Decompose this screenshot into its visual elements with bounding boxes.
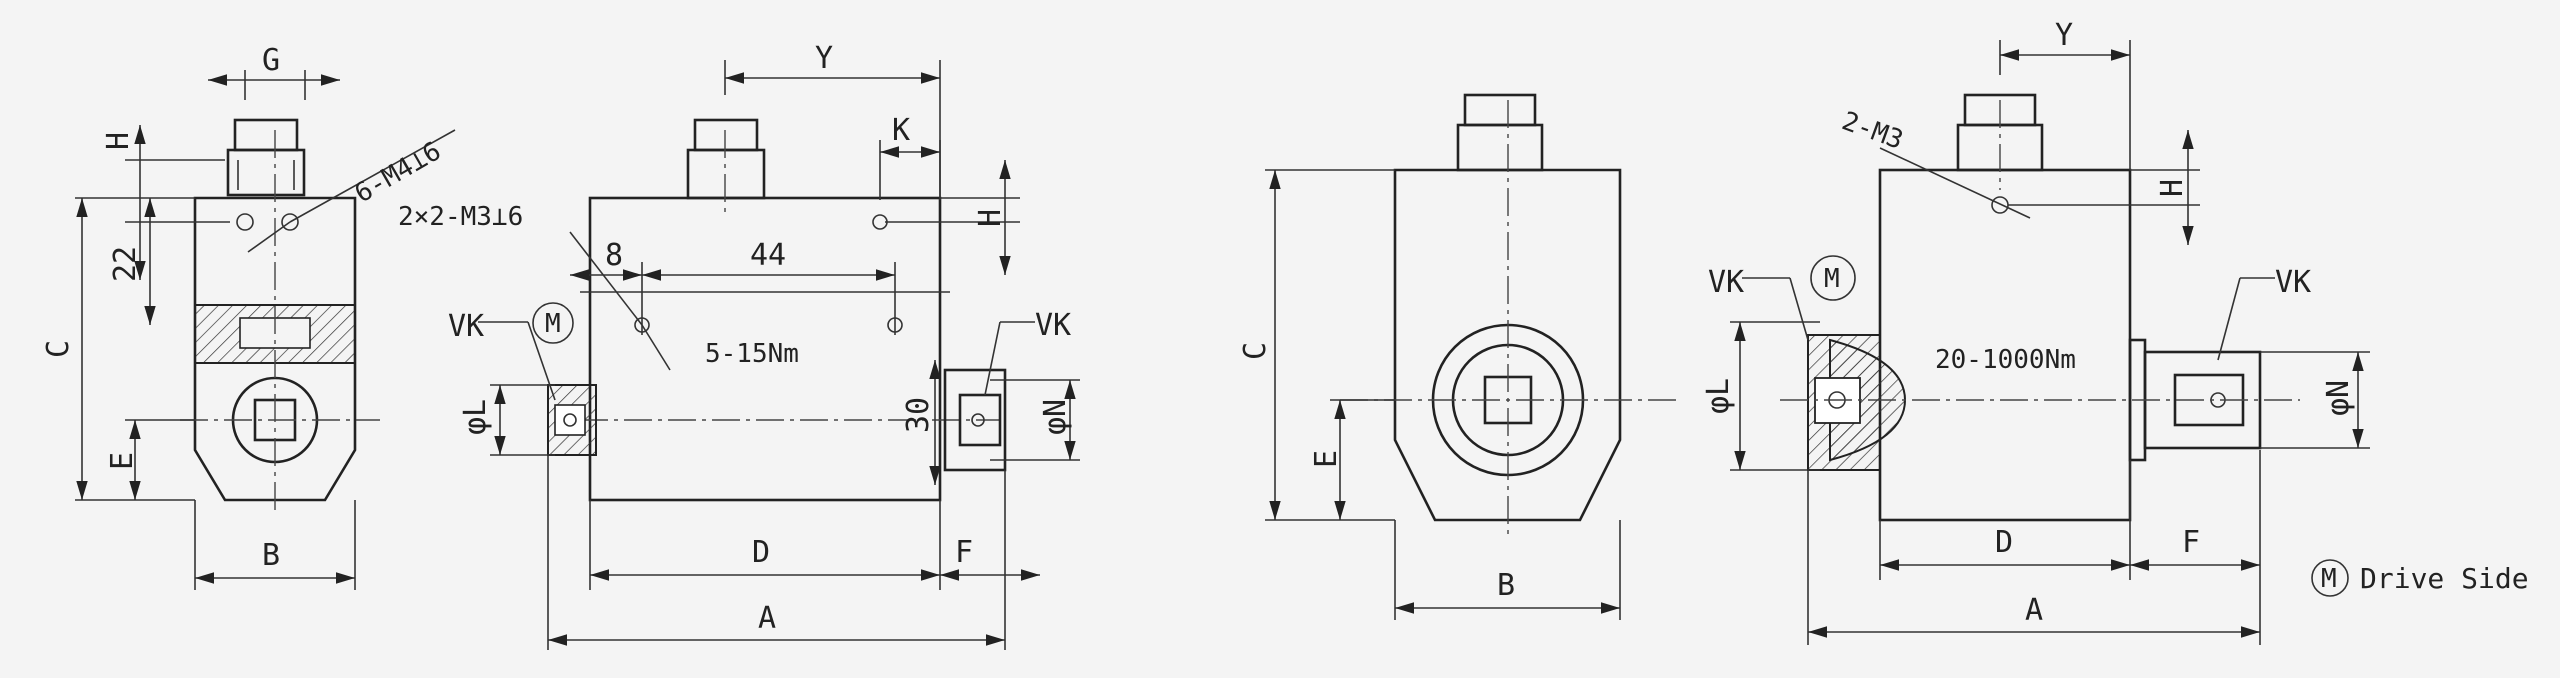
dim-b-right: B — [1497, 568, 1515, 603]
dim-phi-l-small: φL — [458, 399, 493, 435]
dim-h-large: H — [2155, 179, 2190, 197]
dim-phi-l-large: φL — [1701, 378, 1736, 414]
note-2x2-m3: 2×2-M3⊥6 — [398, 202, 523, 232]
view-large-front: 2-M3 Y H 20-1000Nm φL φN VK M VK — [1701, 18, 2370, 645]
view-small-side: G H 22 C E B 6-M4⊥6 — [41, 43, 456, 590]
m-label-large: M — [1824, 264, 1840, 294]
connector-3 — [1456, 93, 1544, 172]
drive-side-hub — [547, 384, 597, 456]
view-large-side: C E B — [1238, 93, 1680, 620]
dim-f-small: F — [955, 535, 973, 570]
drive-side-hub-large — [1807, 334, 1907, 471]
dim-30: 30 — [901, 397, 936, 433]
label-vk-left-small: VK — [448, 309, 484, 344]
dim-y-small: Y — [815, 41, 833, 76]
output-shaft — [943, 368, 1007, 472]
connector-2 — [686, 118, 766, 200]
dim-g: G — [262, 43, 280, 78]
dim-e-left: E — [105, 452, 140, 470]
legend-drive-side: M Drive Side — [2311, 559, 2529, 597]
body-rect — [588, 196, 942, 502]
dim-h-right: H — [973, 209, 1008, 227]
dim-22: 22 — [108, 246, 143, 282]
dim-d-large: D — [1995, 525, 2013, 560]
label-range-small: 5-15Nm — [705, 339, 799, 369]
dim-8: 8 — [605, 238, 623, 273]
body-outline — [193, 196, 357, 502]
legend-m-label: M — [2321, 564, 2337, 594]
dim-c-left: C — [41, 340, 76, 358]
legend-m-circle — [2311, 559, 2349, 597]
body-outline-large — [1393, 168, 1622, 522]
dim-phi-n-small: φN — [1038, 399, 1073, 435]
label-range-large: 20-1000Nm — [1935, 345, 2076, 375]
dim-a-small: A — [758, 601, 776, 636]
dim-a-large: A — [2025, 593, 2043, 628]
dim-h-left: H — [101, 132, 136, 150]
dim-e-right: E — [1309, 450, 1344, 468]
dim-f-large: F — [2182, 525, 2200, 560]
dim-c-right: C — [1238, 342, 1273, 360]
legend-drive-side-label: Drive Side — [2360, 562, 2529, 595]
dim-b-left: B — [262, 538, 280, 573]
m-circle-small — [532, 302, 574, 344]
dim-k: K — [892, 113, 910, 148]
view-small-front: Y K H 8 44 2×2-M3⊥6 5-15Nm 30 φL — [398, 41, 1080, 650]
label-vk-left-large: VK — [1708, 265, 1744, 300]
label-vk-right-small: VK — [1035, 308, 1071, 343]
dim-y-large: Y — [2055, 18, 2073, 53]
connector — [226, 118, 306, 197]
note-6-m4: 6-M4⊥6 — [350, 136, 446, 209]
dim-44: 44 — [750, 238, 786, 273]
m-label-small: M — [545, 309, 561, 339]
m-circle-large — [1810, 255, 1856, 301]
label-vk-right-large: VK — [2275, 265, 2311, 300]
dim-d-small: D — [752, 535, 770, 570]
note-2-m3: 2-M3 — [1838, 106, 1907, 156]
dim-phi-n-large: φN — [2321, 380, 2356, 416]
